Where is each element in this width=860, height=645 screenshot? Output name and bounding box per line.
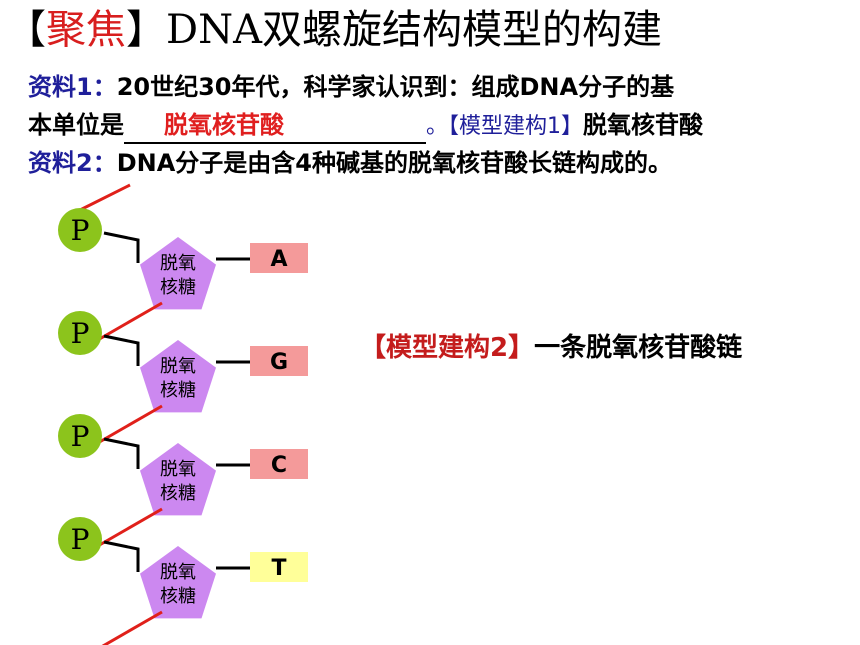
base-box xyxy=(250,552,308,582)
phosphate-circle xyxy=(58,208,102,252)
phosphate-sugar-bond xyxy=(103,231,140,263)
material2-text: DNA分子是由含4种碱基的脱氧核苷酸长链构成的。 xyxy=(116,149,672,177)
page-title: 【聚焦】DNA双螺旋结构模型的构建 xyxy=(6,4,662,56)
model2-label: 【模型建构2】 xyxy=(360,333,535,363)
phosphodiester-bond xyxy=(95,404,163,446)
phosphate-circle xyxy=(58,414,102,458)
deoxyribose-pentagon xyxy=(140,340,216,413)
deoxyribose-pentagon xyxy=(140,237,216,310)
sugar-label-line2: 核糖 xyxy=(160,483,196,504)
phosphate-sugar-bond xyxy=(103,437,140,469)
base-box xyxy=(250,243,308,273)
base-box xyxy=(250,346,308,376)
phosphate-sugar-bond xyxy=(103,334,140,366)
sugar-label-line1: 脱氧 xyxy=(160,253,196,274)
material1-line2: 本单位是脱氧核苷酸。【模型建构1】脱氧核苷酸 xyxy=(28,108,703,144)
base-box xyxy=(250,449,308,479)
base-label: G xyxy=(270,350,288,375)
answer-text: 脱氧核苷酸 xyxy=(164,111,284,139)
title-highlight: 聚焦 xyxy=(46,7,126,53)
title-text: 】DNA双螺旋结构模型的构建 xyxy=(126,7,662,53)
material1-line2-text: 本单位是 xyxy=(28,111,124,139)
sugar-label-line2: 核糖 xyxy=(160,380,196,401)
base-label: A xyxy=(270,247,287,272)
phosphodiester-bond-top xyxy=(79,183,131,212)
phosphate-circle xyxy=(58,311,102,355)
model2-caption: 【模型建构2】一条脱氧核苷酸链 xyxy=(360,330,742,366)
deoxyribose-pentagon xyxy=(140,546,216,619)
sugar-label-line1: 脱氧 xyxy=(160,562,196,583)
phosphate-label: P xyxy=(71,214,90,247)
model1-label: 。【模型建构1】 xyxy=(426,114,583,139)
phosphate-label: P xyxy=(71,317,90,350)
deoxyribose-pentagon xyxy=(140,443,216,516)
title-bracket-open: 【 xyxy=(6,7,46,53)
sugar-label-line1: 脱氧 xyxy=(160,356,196,377)
material2-line: 资料2：DNA分子是由含4种碱基的脱氧核苷酸长链构成的。 xyxy=(28,146,672,180)
answer-blank: 脱氧核苷酸 xyxy=(124,111,426,144)
phosphate-label: P xyxy=(71,523,90,556)
base-label: T xyxy=(271,556,286,581)
material1-label: 资料1： xyxy=(28,73,117,101)
model2-text: 一条脱氧核苷酸链 xyxy=(534,333,743,363)
phosphate-sugar-bond xyxy=(103,540,140,572)
base-label: C xyxy=(271,453,287,478)
phosphate-label: P xyxy=(71,420,90,453)
model1-answer: 脱氧核苷酸 xyxy=(583,111,703,139)
phosphodiester-bond xyxy=(101,610,163,645)
material1-line1: 资料1：20世纪30年代，科学家认识到：组成DNA分子的基 xyxy=(28,70,674,104)
material2-label: 资料2： xyxy=(28,149,117,177)
phosphodiester-bond xyxy=(95,301,163,343)
phosphate-circle xyxy=(58,517,102,561)
sugar-label-line2: 核糖 xyxy=(160,277,196,298)
phosphodiester-bond xyxy=(95,507,163,549)
sugar-label-line1: 脱氧 xyxy=(160,459,196,480)
material1-text: 20世纪30年代，科学家认识到：组成DNA分子的基 xyxy=(116,73,675,101)
sugar-label-line2: 核糖 xyxy=(160,586,196,607)
